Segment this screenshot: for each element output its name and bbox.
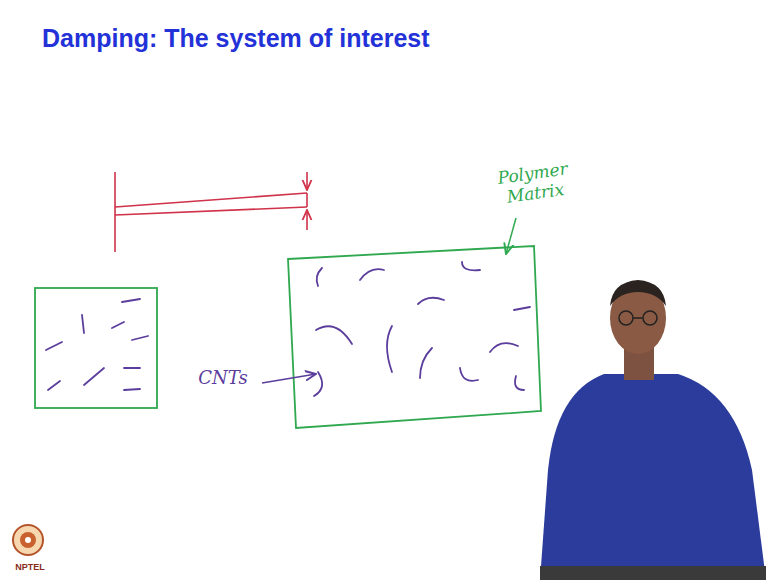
curved-cnts [314,262,530,396]
cantilever-beam [115,172,307,252]
slide-title: Damping: The system of interest [42,24,430,53]
logo [13,525,43,555]
cnt-label: CNTs [188,368,258,389]
logo-text: NPTEL [8,562,52,572]
leader-arrow [262,374,316,383]
straight-cnts [46,299,148,390]
leader-arrow [506,218,516,254]
lecturer [540,280,766,580]
composite-box [35,288,157,408]
polymer-matrix-box [288,246,541,428]
matrix-label: Polymer Matrix [484,158,585,210]
